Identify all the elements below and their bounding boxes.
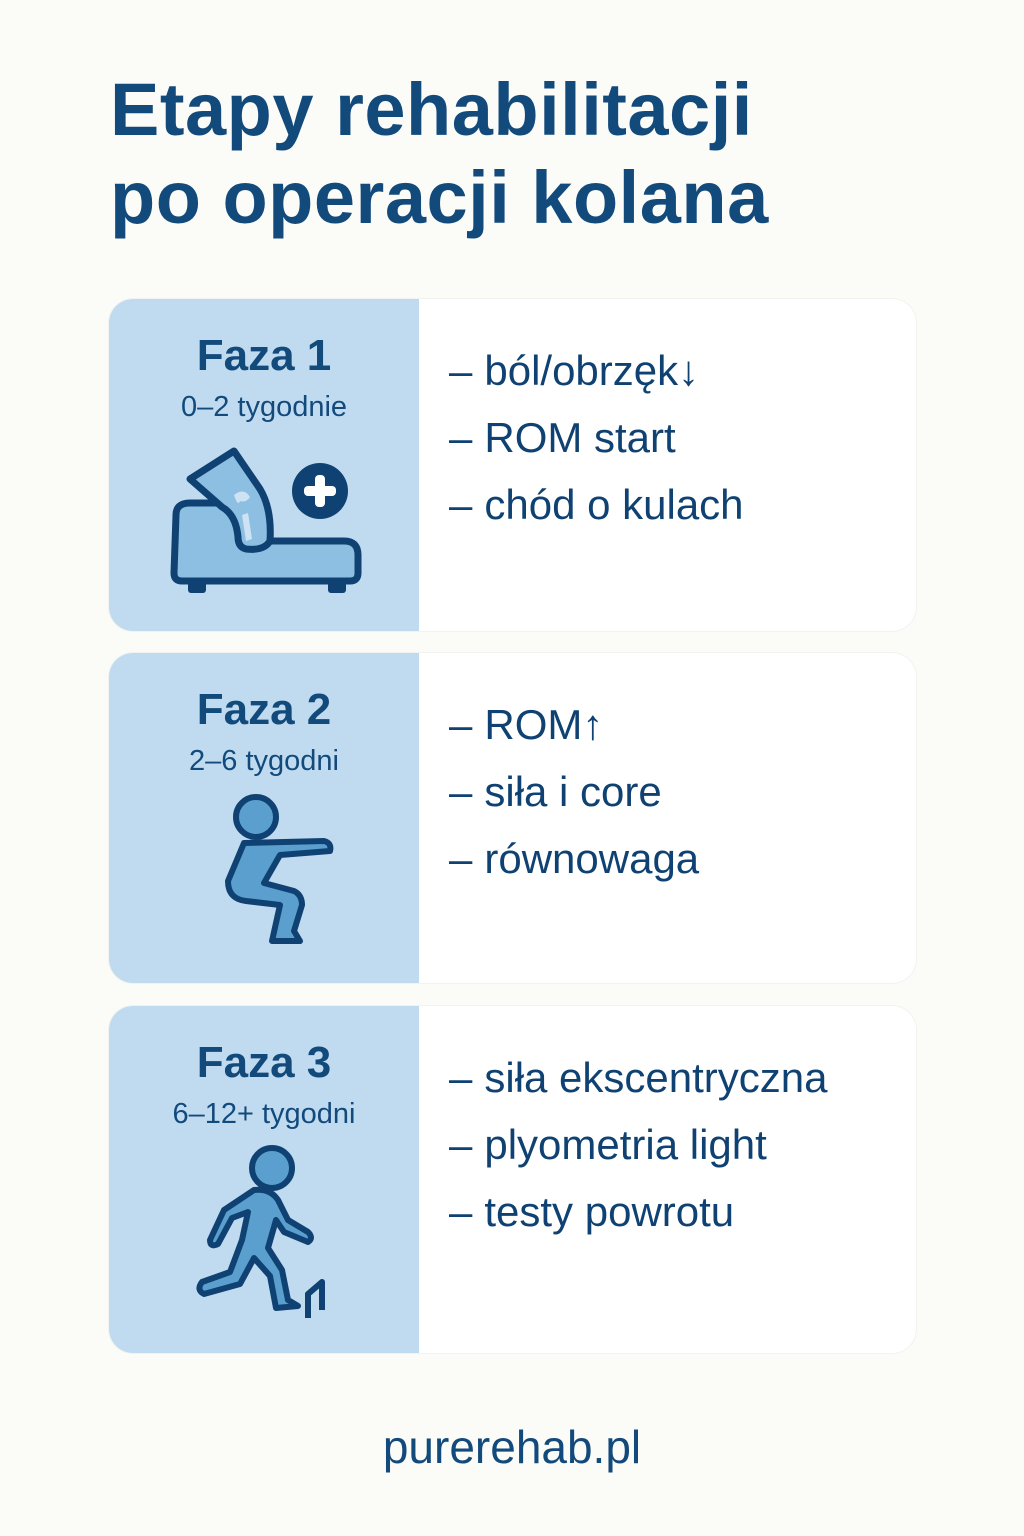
phase-3-goals: –siła ekscentryczna –plyometria light –t… [419, 1006, 916, 1353]
title-line-2: po operacji kolana [110, 156, 769, 239]
phase-1-goal-3: –chód o kulach [449, 481, 744, 528]
phase-1-range: 0–2 tygodnie [180, 391, 348, 423]
phase-2-range: 2–6 tygodni [189, 745, 339, 777]
phase-card-1: Faza 1 0–2 tygodnie –ból/obrzęk↓ –ROM st… [109, 299, 916, 631]
phase-1-name: Faza 1 [196, 331, 332, 380]
phase-card-2: Faza 2 2–6 tygodni –ROM↑ –siła i core –r… [109, 653, 916, 983]
phase-3-header-panel: Faza 3 6–12+ tygodni [109, 1006, 419, 1353]
website-link[interactable]: purerehab.pl [382, 1421, 642, 1473]
phase-2-goal-3: –równowaga [449, 835, 700, 882]
phase-2-goals: –ROM↑ –siła i core –równowaga [419, 653, 916, 983]
phase-3-name: Faza 3 [196, 1038, 332, 1087]
running-figure-with-step-icon [184, 1144, 344, 1329]
phase-2-header-panel: Faza 2 2–6 tygodni [109, 653, 419, 983]
page-title: Etapy rehabilitacji po operacji kolana [110, 66, 769, 242]
squat-figure-icon [184, 791, 344, 956]
phase-card-3: Faza 3 6–12+ tygodni –siła ekscentryczna… [109, 1006, 916, 1353]
phase-2-name: Faza 2 [196, 685, 332, 734]
phase-1-goals: –ból/obrzęk↓ –ROM start –chód o kulach [419, 299, 916, 631]
phase-1-goal-1: –ból/obrzęk↓ [449, 347, 700, 394]
phase-3-goal-3: –testy powrotu [449, 1188, 735, 1235]
phase-1-goal-2: –ROM start [449, 414, 676, 461]
title-line-1: Etapy rehabilitacji [110, 68, 753, 151]
phase-2-goal-1: –ROM↑ [449, 701, 604, 748]
phase-3-goal-1: –siła ekscentryczna [449, 1054, 828, 1101]
phase-3-goal-2: –plyometria light [449, 1121, 767, 1168]
phase-2-goal-2: –siła i core [449, 768, 662, 815]
phase-1-header-panel: Faza 1 0–2 tygodnie [109, 299, 419, 631]
phase-3-range: 6–12+ tygodni [172, 1098, 356, 1130]
knee-on-bed-with-medical-plus-icon [164, 445, 364, 600]
